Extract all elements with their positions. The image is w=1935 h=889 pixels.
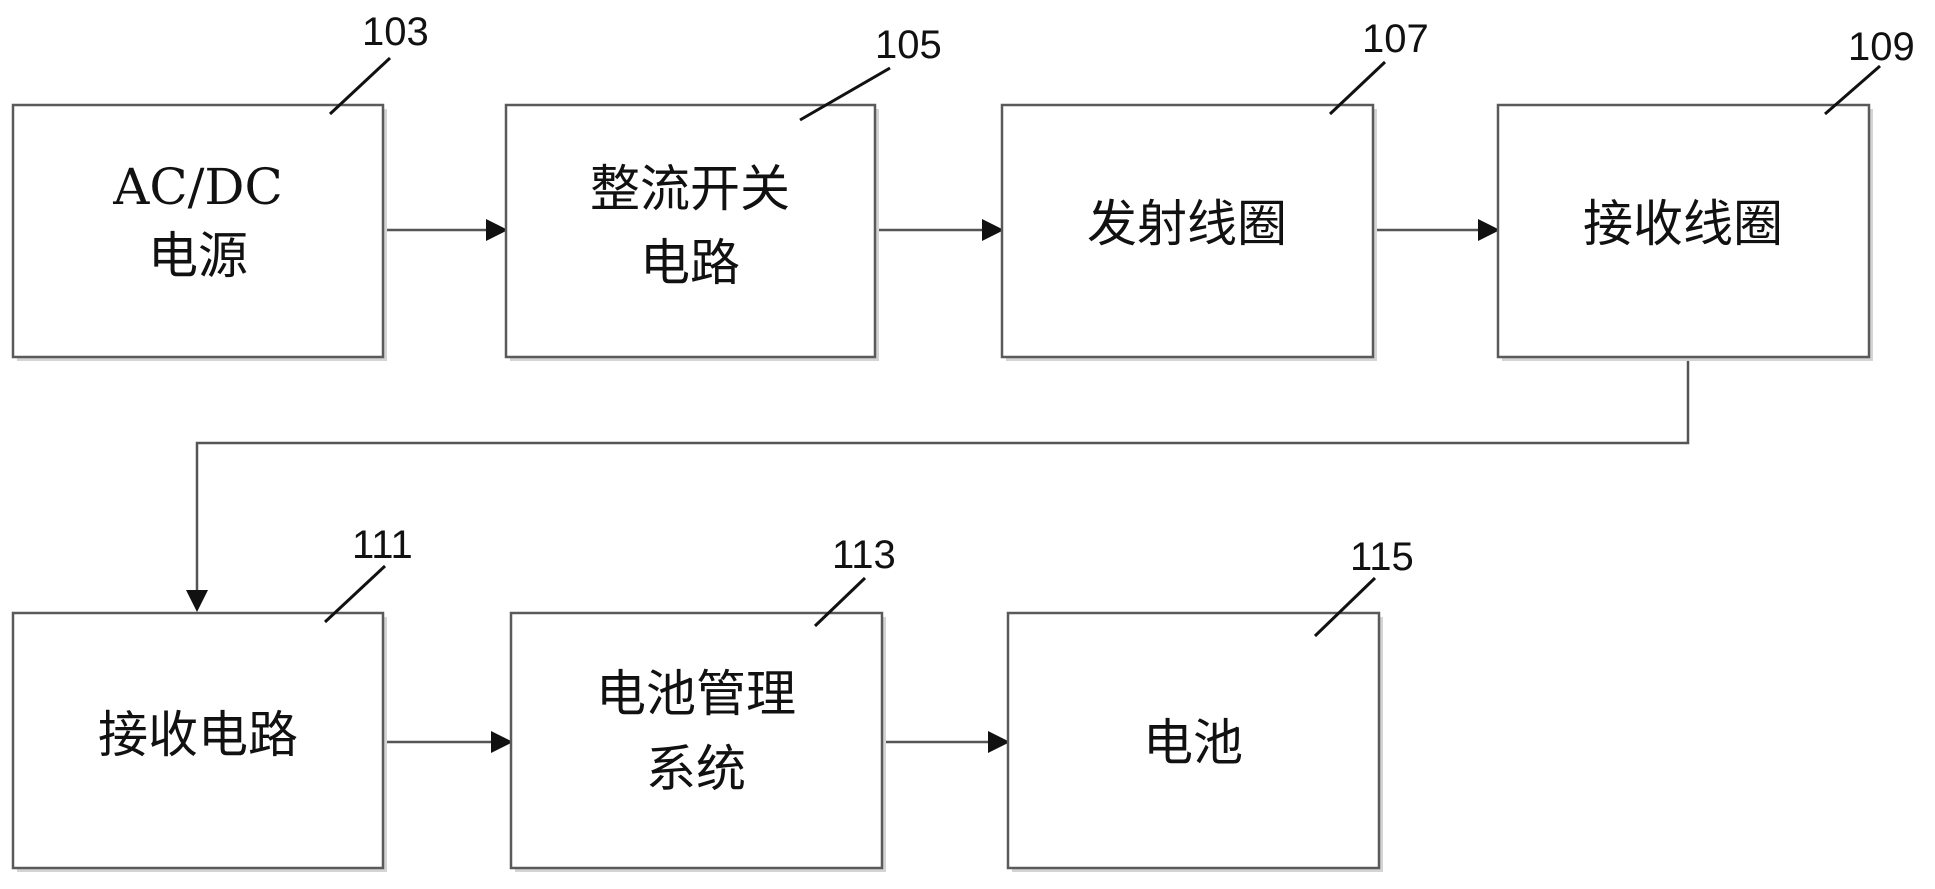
ref-label-107: 107 [1362, 17, 1429, 61]
block-115: 电池 115 [1006, 535, 1414, 872]
block-113-line-1: 电池管理 [596, 665, 796, 723]
arrowhead-icon [486, 219, 508, 241]
ref-label-105: 105 [875, 23, 942, 67]
block-105-line-1: 整流开关 [590, 160, 790, 218]
arrowhead-icon [988, 731, 1010, 753]
block-113: 电池管理 系统 113 [509, 533, 896, 872]
arrowhead-icon [491, 731, 513, 753]
block-103: AC/DC 电源 103 [11, 10, 429, 361]
ref-label-103: 103 [362, 10, 429, 54]
leader-line-109 [1824, 64, 1881, 116]
block-105: 整流开关 电路 105 [504, 23, 942, 361]
leader-line-113 [813, 576, 867, 628]
block-105-line-2: 电路 [640, 234, 740, 292]
block-103-line-1: AC/DC [112, 158, 283, 216]
block-107: 发射线圈 107 [1000, 17, 1429, 361]
arrowhead-icon [1478, 219, 1500, 241]
leader-line-107 [1328, 60, 1387, 116]
block-111-line-1: 接收电路 [98, 706, 298, 764]
block-113-line-2: 系统 [646, 740, 746, 798]
leader-line-105 [799, 66, 891, 122]
block-107-line-1: 发射线圈 [1087, 195, 1287, 253]
leader-line-115 [1313, 576, 1377, 638]
ref-label-109: 109 [1848, 25, 1915, 69]
leader-line-111 [323, 564, 387, 624]
block-115-line-1: 电池 [1143, 714, 1243, 772]
block-103-line-2: 电源 [148, 227, 248, 285]
block-109-line-1: 接收线圈 [1583, 195, 1783, 253]
arrowhead-icon [186, 590, 208, 612]
block-111: 接收电路 111 [11, 523, 413, 872]
arrowhead-icon [982, 219, 1004, 241]
leader-line-103 [328, 56, 392, 116]
ref-label-111: 111 [352, 523, 413, 567]
arrow-109-to-111 [195, 356, 1690, 590]
ref-label-113: 113 [832, 533, 896, 577]
ref-label-115: 115 [1350, 535, 1414, 579]
block-109: 接收线圈 109 [1496, 25, 1915, 361]
connectors [186, 219, 1690, 753]
